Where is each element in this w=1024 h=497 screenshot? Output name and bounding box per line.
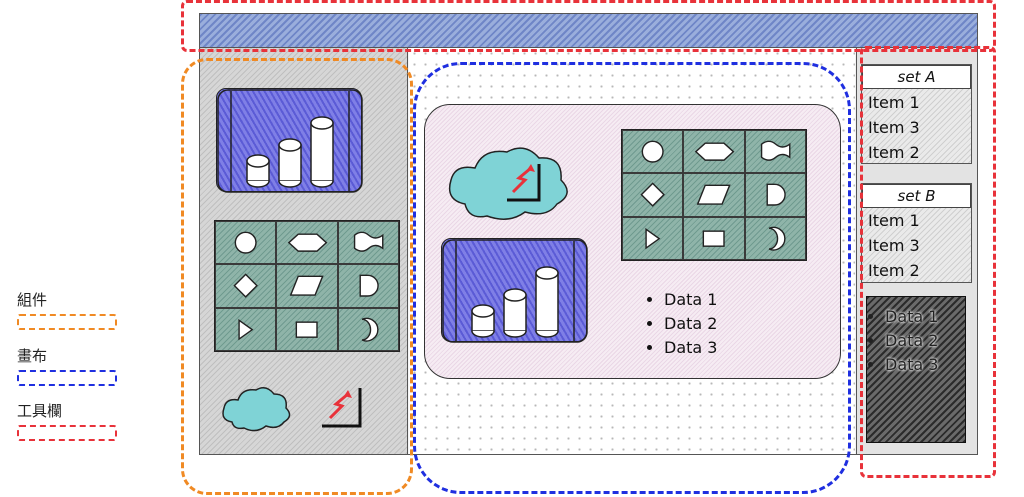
triangle-icon xyxy=(238,318,254,341)
circle-icon xyxy=(641,140,664,163)
cloud-icon xyxy=(222,387,291,432)
triangle-icon xyxy=(645,227,661,250)
d-shape-icon xyxy=(766,183,786,207)
shape-library-component[interactable] xyxy=(214,220,400,352)
list-item: Data 3 xyxy=(885,353,965,377)
crescent-shape[interactable] xyxy=(744,216,806,260)
d-shape-icon xyxy=(359,274,379,298)
list-item: Data 1 xyxy=(664,288,764,312)
trend-arrow-icon xyxy=(322,388,362,428)
canvas-region-outline xyxy=(413,62,851,494)
legend-swatch-toolbar xyxy=(17,425,117,441)
list-item: Data 2 xyxy=(664,312,764,336)
wave-shape[interactable] xyxy=(337,221,399,265)
triangle-shape[interactable] xyxy=(622,216,684,260)
crescent-icon xyxy=(768,226,786,251)
set-item[interactable]: Item 2 xyxy=(868,143,920,162)
d-shape[interactable] xyxy=(744,173,806,217)
circle-shape[interactable] xyxy=(215,221,277,265)
hexagon-icon xyxy=(288,233,328,252)
rectangle-shape[interactable] xyxy=(276,307,338,351)
set-b-title[interactable]: set B xyxy=(862,184,971,208)
rectangle-icon xyxy=(295,321,319,338)
set-a-title[interactable]: set A xyxy=(862,65,971,89)
legend-label-toolbar: 工具欄 xyxy=(17,402,63,420)
toolbar-data-list-panel[interactable]: Data 1 Data 2 Data 3 xyxy=(866,296,966,443)
diamond-shape[interactable] xyxy=(215,264,277,308)
wave-flag-icon xyxy=(353,231,384,252)
set-item[interactable]: Item 3 xyxy=(868,118,920,137)
bar-chart-cylinder-icon xyxy=(442,239,588,343)
canvas-shape-library[interactable] xyxy=(621,129,807,261)
diamond-icon xyxy=(640,182,665,208)
list-item: Data 3 xyxy=(664,336,764,360)
bar-chart-cylinder-icon xyxy=(217,89,363,193)
cloud-icon xyxy=(448,147,568,220)
circle-icon xyxy=(234,231,257,254)
canvas-data-list[interactable]: Data 1 Data 2 Data 3 xyxy=(644,288,764,360)
wave-flag-icon xyxy=(760,140,791,161)
wave-shape[interactable] xyxy=(744,130,806,174)
trend-arrow-component[interactable] xyxy=(316,384,366,430)
rectangle-icon xyxy=(702,230,726,247)
canvas-cloud-trend[interactable] xyxy=(443,138,591,224)
set-b-items: Item 1 Item 3 Item 2 xyxy=(862,208,971,283)
circle-shape[interactable] xyxy=(622,130,684,174)
set-item[interactable]: Item 1 xyxy=(868,93,920,112)
hexagon-shape[interactable] xyxy=(683,130,745,174)
diamond-shape[interactable] xyxy=(622,173,684,217)
d-shape[interactable] xyxy=(337,264,399,308)
legend-label-canvas: 畫布 xyxy=(17,347,48,365)
legend-swatch-canvas xyxy=(17,370,117,386)
hexagon-icon xyxy=(695,142,735,161)
parallelogram-shape[interactable] xyxy=(683,173,745,217)
hexagon-shape[interactable] xyxy=(276,221,338,265)
crescent-shape[interactable] xyxy=(337,307,399,351)
list-item: Data 2 xyxy=(885,329,965,353)
toolbar-region-outline-top xyxy=(181,0,996,52)
bar-chart-component[interactable] xyxy=(216,88,363,193)
parallelogram-shape[interactable] xyxy=(276,264,338,308)
list-item: Data 1 xyxy=(885,305,965,329)
legend-label-components: 組件 xyxy=(17,291,48,309)
set-item[interactable]: Item 3 xyxy=(868,236,920,255)
crescent-icon xyxy=(361,317,379,342)
toolbar-region-outline-right xyxy=(860,46,996,478)
canvas-bar-chart[interactable] xyxy=(441,238,588,343)
triangle-shape[interactable] xyxy=(215,307,277,351)
parallelogram-icon xyxy=(696,184,732,206)
diamond-icon xyxy=(233,273,258,299)
set-a-items: Item 1 Item 3 Item 2 xyxy=(862,90,971,165)
components-region-outline xyxy=(181,58,413,495)
set-item[interactable]: Item 2 xyxy=(868,261,920,280)
cloud-component[interactable] xyxy=(218,382,294,434)
legend-swatch-components xyxy=(17,314,117,330)
rectangle-shape[interactable] xyxy=(683,216,745,260)
parallelogram-icon xyxy=(289,275,325,297)
title-bar xyxy=(200,14,977,48)
set-item[interactable]: Item 1 xyxy=(868,211,920,230)
